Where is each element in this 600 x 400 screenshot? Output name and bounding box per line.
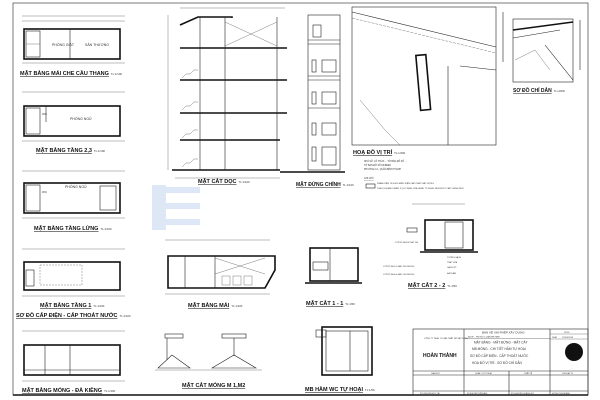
section-title: MẶT CẮT 2 - 2 bbox=[408, 281, 445, 289]
septic-tank-plan bbox=[315, 326, 373, 376]
signer-name: KTS.NGUYỄN ĐỨC TÀI bbox=[420, 392, 440, 395]
role-label: GIÁM ĐỐC bbox=[431, 372, 441, 375]
plan-scale: TL:1/100 bbox=[93, 304, 104, 308]
site-plan-note: PHƯỜNG 13 - QUẬN BÌNH THẠNH bbox=[364, 168, 401, 171]
plan-foundation bbox=[22, 330, 125, 382]
role-label: THIẾT KẾ bbox=[524, 372, 533, 375]
sheet-number: 1/1 bbox=[570, 353, 575, 357]
legend-item: PHẦN DIỆN TÍCH ĐỦ ĐIỀU KIỆN CẤP PHÉP XÂY… bbox=[377, 182, 434, 185]
plan-scale: TL:1/100 bbox=[104, 389, 115, 393]
role-label: QUẢN LÝ KỸ THUẬT bbox=[475, 372, 493, 375]
section-note: GẠCH VỠ bbox=[447, 266, 457, 269]
foundation-section bbox=[155, 333, 262, 371]
section-title: MẶT CẮT DỌC bbox=[198, 177, 237, 185]
elevation-title: MẶT ĐỨNG CHÍNH bbox=[296, 180, 341, 188]
signer-name: KS.NGUYỄN THẾ DANG bbox=[467, 392, 488, 395]
site-plan-note: TỜ BẢN ĐỒ SỐ 06 BĐĐC bbox=[364, 164, 391, 167]
signer-name: HUỲNH THỊ KIM ANH bbox=[552, 392, 570, 395]
room-label: WC bbox=[42, 190, 48, 194]
section-scale: TL:1/50 bbox=[447, 284, 457, 288]
septic-title: MB HẦM WC TỰ HOẠI bbox=[305, 386, 363, 393]
plan-roof-stair bbox=[22, 15, 125, 64]
sheet-border bbox=[12, 2, 589, 396]
room-label: PHÒNG GIẶT bbox=[52, 42, 75, 47]
site-plan-title: HOẠ ĐỒ VỊ TRÍ bbox=[353, 148, 393, 156]
section-note: TƯỜNG GẠCH bbox=[447, 256, 462, 259]
contents-line: SƠ ĐỒ CẤP ĐIỆN - CẤP THOÁT NƯỚC bbox=[470, 353, 529, 358]
doc-title: BẢN VẼ XIN PHÉP XÂY DỰNG bbox=[482, 330, 525, 335]
foundation-title: MẶT CẮT MÓNG M 1,M2 bbox=[182, 381, 245, 389]
front-elevation bbox=[280, 14, 345, 173]
plan-floor-2-3 bbox=[22, 91, 125, 142]
address: ĐỊA CHỈ: ... PHƯỜNG 13, QUẬN BÌNH THẠNH bbox=[468, 336, 500, 339]
section-scale: TL:1/50 bbox=[345, 302, 355, 306]
section-note: LỚP BT ĐÁ 1x2 MÁC 200 DÀY100 bbox=[383, 265, 415, 268]
legend-title: GHI CHÚ bbox=[364, 177, 374, 180]
contents-line: HOẠ ĐỒ VỊ TRÍ - SƠ ĐỒ CHỈ DẪN bbox=[472, 360, 522, 365]
elevation-scale: TL:1/100 bbox=[343, 183, 354, 187]
plan-scale: TL:1/100 bbox=[94, 149, 105, 153]
phase: XPXD bbox=[564, 332, 570, 334]
plan-title: MẶT BẰNG TẦNG LỬNG bbox=[34, 224, 98, 232]
section-note: LỚP BT ĐÁ 4X6 DÀY 100 bbox=[395, 241, 419, 244]
plan-title: MẶT BẰNG MÓNG - ĐÀ KIỀNG bbox=[22, 386, 102, 394]
section-note: TRÁT VỮA bbox=[447, 261, 458, 264]
section-note: ĐẤT ĐẦM bbox=[447, 272, 456, 275]
roof-plan-title: MẶT BẰNG MÁI bbox=[188, 301, 230, 309]
room-label: PHÒNG NGỦ bbox=[65, 184, 87, 189]
roof-plan bbox=[165, 239, 276, 295]
role-label: CHỦ ĐẦU TƯ bbox=[562, 372, 574, 375]
sheet-code: KT bbox=[570, 347, 574, 351]
section-1-1 bbox=[305, 247, 362, 284]
location-map bbox=[502, 12, 581, 83]
plan-ground-floor bbox=[22, 248, 125, 297]
section-2-2 bbox=[406, 203, 478, 253]
location-map-title: SƠ ĐỒ CHỈ DẪN bbox=[513, 87, 552, 94]
room-label: PHÒNG NGỦ bbox=[70, 116, 92, 121]
roof-plan-scale: TL:1/100 bbox=[231, 304, 242, 308]
section-note: LỚP BT ĐÁ 4x6 MÁC 100 DÀY100 bbox=[383, 273, 415, 276]
section-title: MẶT CẮT 1 - 1 bbox=[306, 299, 343, 307]
location-map-scale: TL:1/2000 bbox=[554, 90, 566, 93]
company-label: CÔNG TY TNHH TƯ VẤN THIẾT KẾ XÂY DỰNG bbox=[424, 337, 468, 340]
plan-title: SƠ ĐỒ CẤP ĐIỆN - CẤP THOÁT NƯỚC bbox=[16, 311, 117, 319]
plan-title: MẶT BẰNG TẦNG 1 bbox=[40, 301, 91, 309]
watermark-logo bbox=[152, 185, 200, 230]
room-label: WC bbox=[42, 112, 48, 116]
plan-mezzanine bbox=[22, 170, 125, 219]
signer-name: KTS.NGUYỄN QUANG HUY bbox=[511, 392, 535, 395]
date: 12/03/2018 bbox=[562, 337, 574, 339]
contents-line: MẶT BẰNG - MẶT ĐỨNG - MẶT CẮT bbox=[474, 340, 528, 345]
plan-title: MẶT BẰNG TẦNG 2,3 bbox=[36, 146, 92, 154]
plan-title: MẶT BẰNG MÁI CHE CẦU THANG bbox=[20, 69, 109, 77]
contents-line: MB MÓNG - CHI TIẾT HẦM TỰ HOẠI bbox=[472, 346, 526, 351]
plan-scale: TL:1/100 bbox=[120, 314, 131, 318]
plan-scale: TL:1/100 bbox=[111, 72, 122, 76]
septic-scale: TL:1/50 bbox=[365, 388, 375, 392]
section-longitudinal bbox=[167, 7, 287, 179]
legend-item: THEO KHOẢN 3 ĐIỀU 3 QUY ĐỊNH CỦA UBND TP… bbox=[377, 187, 464, 190]
site-plan-note: NHÀ SỐ: LÔ THỬA ... TỜ BẢN ĐỒ SỐ ... bbox=[364, 160, 407, 163]
company-name: HOÀN THÀNH bbox=[423, 352, 457, 359]
section-scale: TL:1/100 bbox=[239, 180, 250, 184]
room-label: SÂN THƯỢNG bbox=[85, 43, 109, 47]
site-plan-scale: TL:1/200 bbox=[394, 151, 405, 155]
site-plan bbox=[351, 6, 497, 146]
legend-swatch bbox=[365, 183, 376, 189]
plan-scale: TL:1/100 bbox=[101, 227, 112, 231]
date-label: NGÀY bbox=[552, 336, 558, 339]
title-block bbox=[412, 328, 589, 396]
